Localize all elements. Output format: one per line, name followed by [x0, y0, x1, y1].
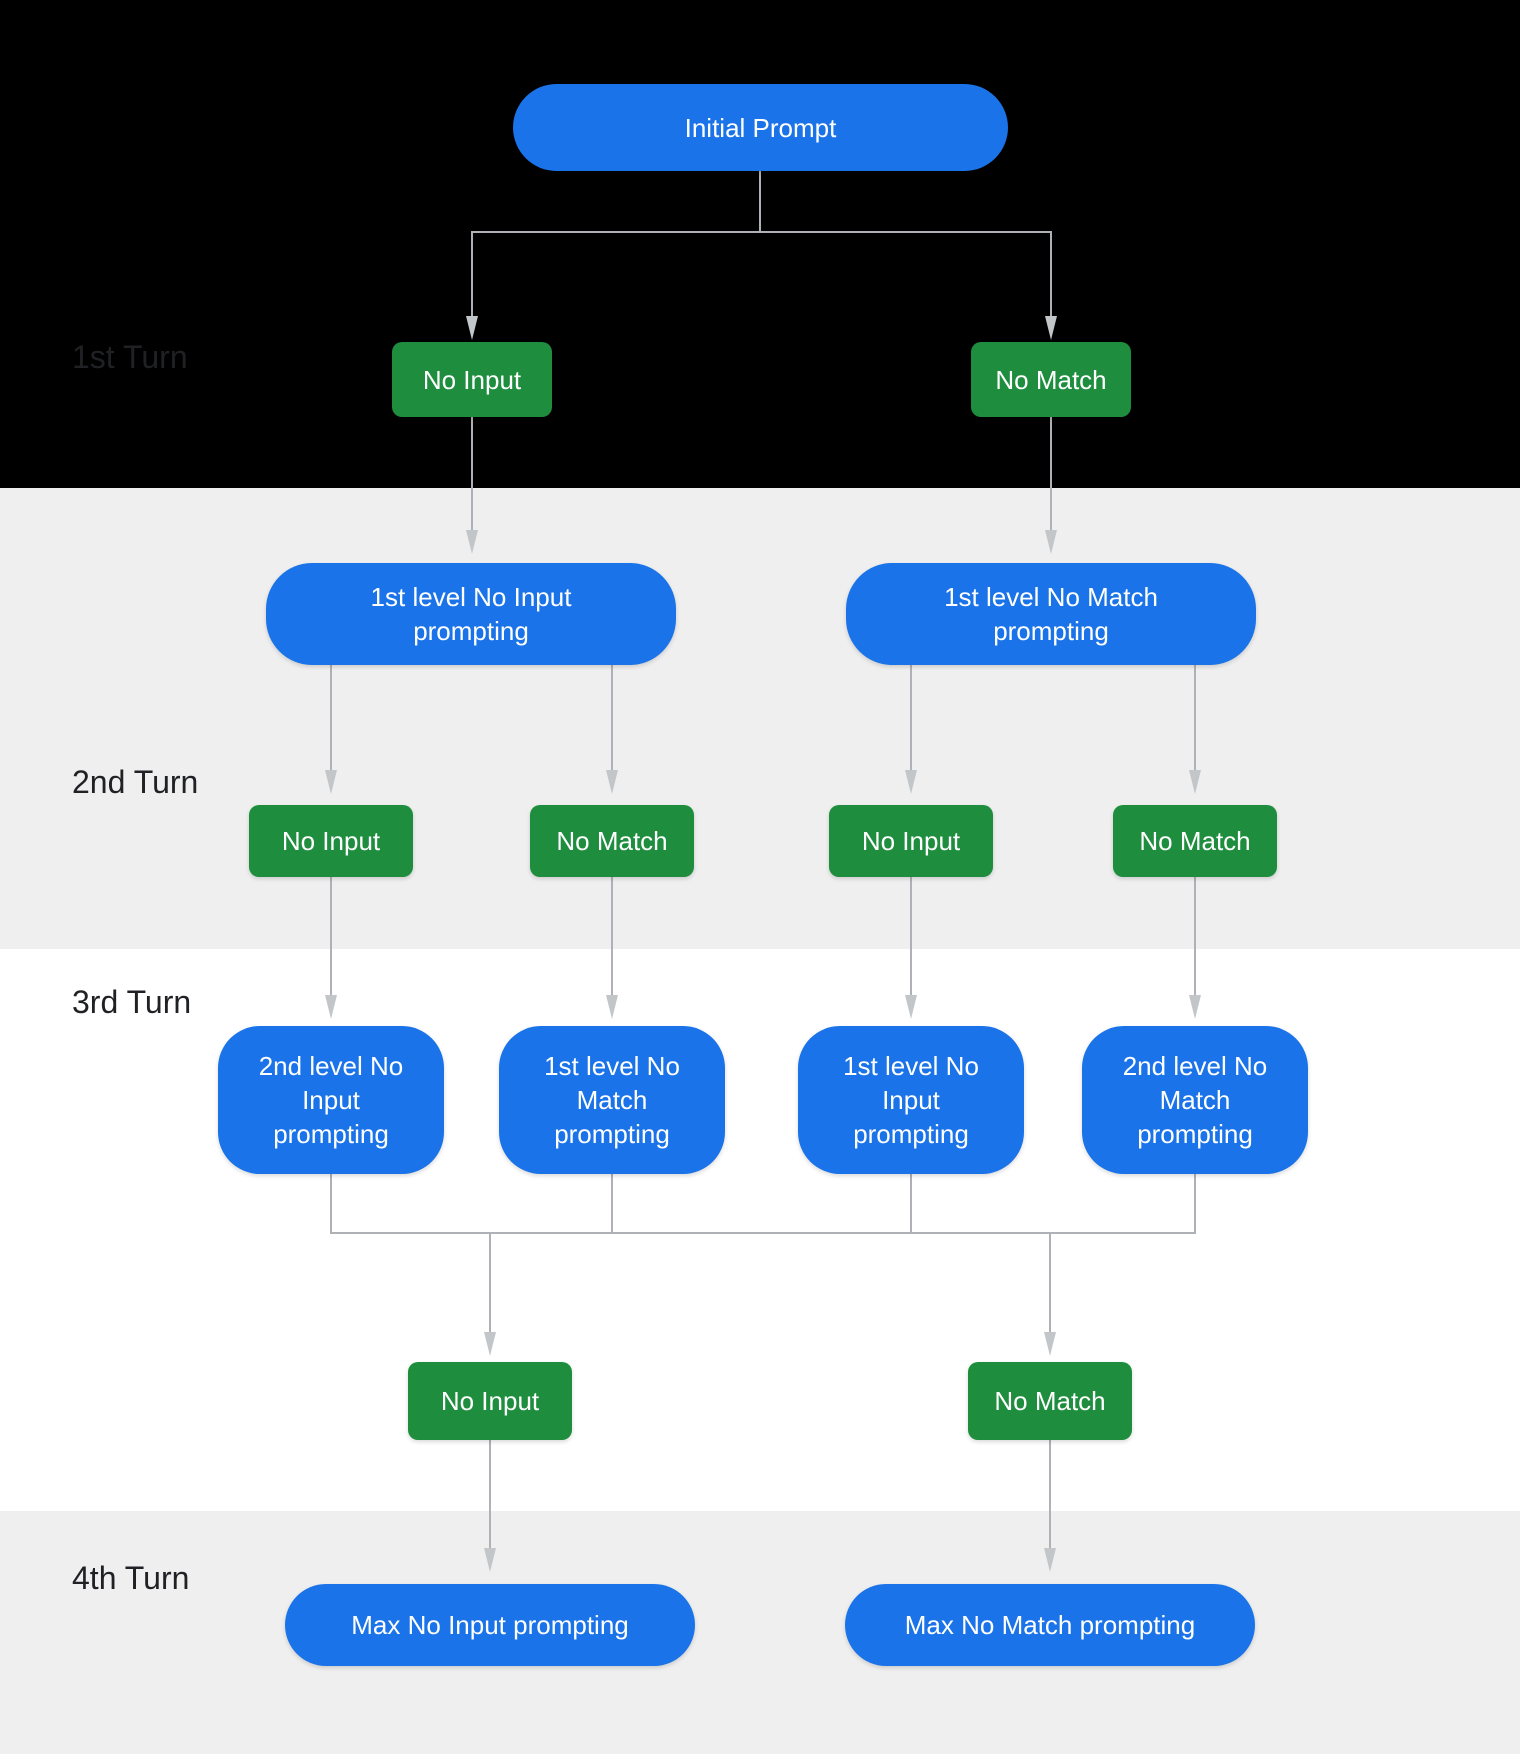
turn4-label: 4th Turn — [72, 1560, 190, 1596]
node-label-line: prompting — [413, 616, 529, 646]
node-turn1-no-match: No Match — [971, 342, 1131, 417]
connector-line — [471, 232, 473, 316]
connector-line — [910, 877, 912, 995]
arrow-down-icon — [905, 995, 917, 1019]
node-label-line: Input — [882, 1085, 940, 1115]
node-label: No Input — [422, 364, 522, 395]
connector-line — [1050, 232, 1052, 316]
connector-line — [1050, 417, 1052, 530]
connector-line — [759, 171, 761, 232]
node-initial-prompt: Initial Prompt — [513, 84, 1008, 171]
section-turn2-bg — [0, 488, 1520, 949]
section-turn1-bg — [0, 0, 1520, 488]
node-turn3-no-match: No Match — [968, 1362, 1132, 1440]
node-label: No Match — [556, 826, 668, 856]
arrow-down-icon — [1189, 770, 1201, 794]
arrow-down-icon — [466, 530, 478, 554]
section-turn3-bg — [0, 949, 1520, 1511]
connector-line — [1194, 665, 1196, 770]
node-level2-no-match-prompting: 2nd level No Match prompting — [1082, 1026, 1308, 1174]
connector-line — [330, 665, 332, 770]
arrow-down-icon — [1044, 1332, 1056, 1356]
node-label-line: prompting — [853, 1119, 969, 1149]
node-label: No Input — [281, 826, 381, 856]
arrow-down-icon — [905, 770, 917, 794]
node-label-line: prompting — [273, 1119, 389, 1149]
node-label-line: 2nd level No — [1122, 1051, 1268, 1081]
node-label: No Match — [1139, 826, 1251, 856]
connector-line — [1049, 1233, 1051, 1332]
node-label: Max No Input prompting — [351, 1610, 629, 1640]
connector-line — [910, 665, 912, 770]
arrow-down-icon — [325, 770, 337, 794]
arrow-down-icon — [1044, 1548, 1056, 1572]
connector-line — [611, 1174, 613, 1233]
connector-line — [611, 877, 613, 995]
turn1-label: 1st Turn — [72, 339, 188, 375]
arrow-down-icon — [606, 770, 618, 794]
node-level2-no-input-prompting: 2nd level No Input prompting — [218, 1026, 444, 1174]
arrow-down-icon — [1045, 530, 1057, 554]
section-turn4-bg — [0, 1511, 1520, 1754]
node-label-line: Match — [576, 1085, 648, 1115]
node-turn1-no-input: No Input — [392, 342, 552, 417]
connector-line — [489, 1440, 491, 1548]
node-level1-no-input-prompting: 1st level No Input prompting — [266, 563, 676, 665]
connector-line — [471, 417, 473, 530]
arrow-down-icon — [1045, 316, 1057, 340]
turn2-label: 2nd Turn — [72, 764, 199, 800]
node-label-line: 1st level No — [544, 1051, 680, 1081]
arrow-down-icon — [1189, 995, 1201, 1019]
node-label-line: 1st level No Match — [944, 582, 1158, 612]
arrow-down-icon — [466, 316, 478, 340]
arrow-down-icon — [484, 1548, 496, 1572]
node-label: No Input — [440, 1386, 540, 1416]
turn3-label: 3rd Turn — [72, 984, 192, 1020]
node-label-line: 1st level No Input — [370, 582, 572, 612]
node-turn2-no-match-1: No Match — [530, 805, 694, 877]
node-label-line: 1st level No — [843, 1051, 979, 1081]
node-turn2-no-input-2: No Input — [829, 805, 993, 877]
node-label: No Match — [995, 364, 1107, 395]
node-max-no-match-prompting: Max No Match prompting — [845, 1584, 1255, 1666]
connector-line — [489, 1233, 491, 1332]
connector-line — [330, 1174, 332, 1233]
node-turn3-no-input: No Input — [408, 1362, 572, 1440]
connector-line — [1194, 877, 1196, 995]
node-turn2-no-match-2: No Match — [1113, 805, 1277, 877]
node-label-line: prompting — [993, 616, 1109, 646]
connector-line — [1049, 1440, 1051, 1548]
node-label-line: prompting — [554, 1119, 670, 1149]
arrow-down-icon — [325, 995, 337, 1019]
node-turn2-no-input-1: No Input — [249, 805, 413, 877]
connector-line — [1194, 1174, 1196, 1233]
node-label-line: Input — [302, 1085, 360, 1115]
connector-line — [330, 1232, 1196, 1234]
node-label-line: Match — [1159, 1085, 1231, 1115]
node-label: Max No Match prompting — [904, 1610, 1196, 1640]
node-label: No Input — [861, 826, 961, 856]
node-label-line: 2nd level No — [258, 1051, 404, 1081]
node-level1-no-match-prompting-2: 1st level No Match prompting — [499, 1026, 725, 1174]
connector-line — [611, 665, 613, 770]
node-level1-no-input-prompting-2: 1st level No Input prompting — [798, 1026, 1024, 1174]
connector-line — [471, 231, 1052, 233]
node-label-line: prompting — [1137, 1119, 1253, 1149]
arrow-down-icon — [484, 1332, 496, 1356]
node-label: No Match — [994, 1386, 1106, 1416]
node-max-no-input-prompting: Max No Input prompting — [285, 1584, 695, 1666]
node-level1-no-match-prompting: 1st level No Match prompting — [846, 563, 1256, 665]
connector-line — [910, 1174, 912, 1233]
node-label: Initial Prompt — [684, 112, 837, 143]
connector-line — [330, 877, 332, 995]
arrow-down-icon — [606, 995, 618, 1019]
